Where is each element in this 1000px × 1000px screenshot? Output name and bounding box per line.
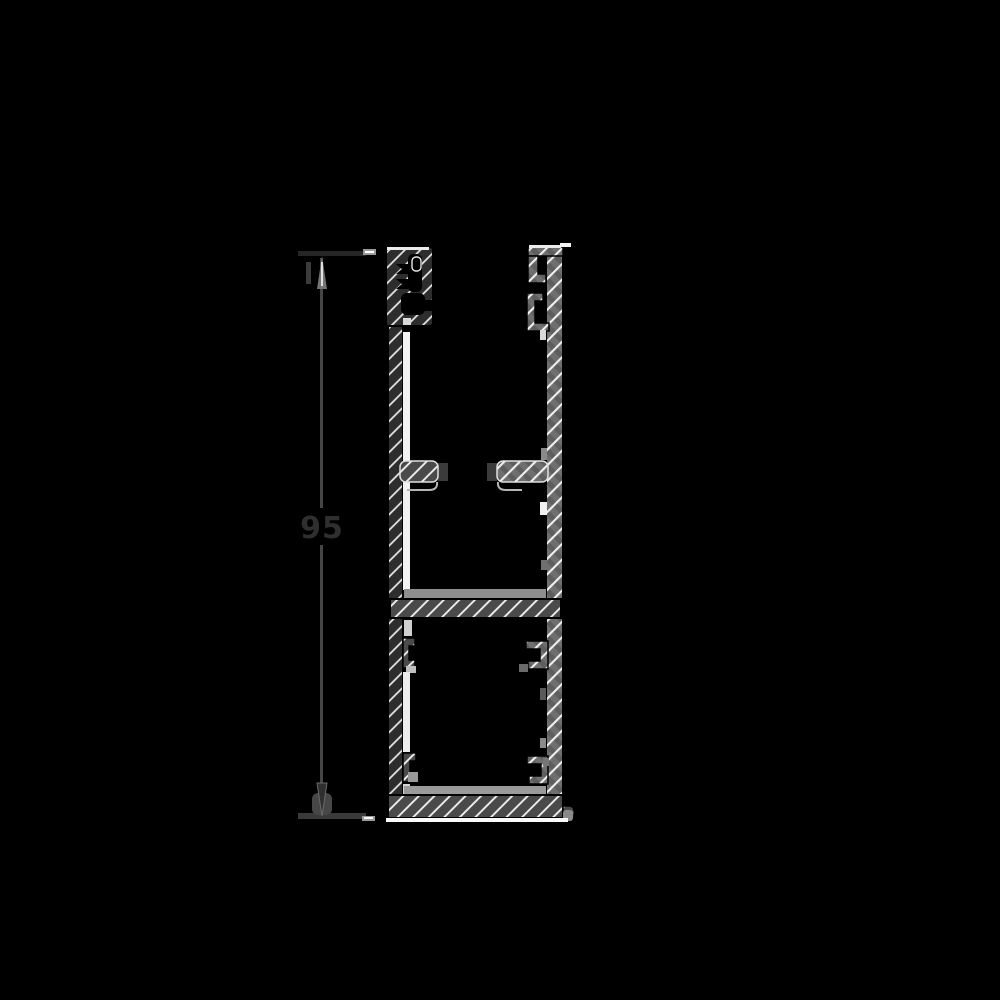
- screw-tab-right: [487, 460, 549, 491]
- top-edge-highlight-right: [529, 245, 561, 248]
- hook-features-top-right: [526, 243, 571, 332]
- upper-hook-right: [527, 255, 547, 284]
- glazing-bead-channel-top-left: [385, 246, 434, 327]
- glint: [541, 448, 547, 460]
- channel-tooth-lower: [396, 279, 408, 289]
- clip-hook-glint: [519, 664, 528, 672]
- lower-chamber: [402, 620, 549, 798]
- left-inner-highlight-lower: [403, 672, 410, 752]
- left-wall: [387, 319, 404, 799]
- clip-hook-glint: [406, 666, 416, 673]
- bottom-base: [386, 794, 575, 822]
- clip-hook-glint: [543, 758, 549, 766]
- tab-lip: [496, 481, 522, 491]
- glint: [540, 330, 546, 340]
- extension-line-dash-core-bottom: [364, 817, 373, 819]
- tab-body: [496, 460, 549, 483]
- glint: [541, 560, 547, 570]
- dimension-value-label: 95: [300, 511, 344, 546]
- top-bar-right: [527, 246, 564, 257]
- right-inner-glints: [540, 330, 547, 748]
- dimension-arrow-down-icon: [316, 782, 328, 817]
- tab-shadow-block: [487, 463, 497, 481]
- screw-tab-left: [399, 460, 448, 491]
- channel-underside-highlight: [403, 318, 411, 325]
- glint: [540, 502, 547, 515]
- top-edge-highlight-left: [387, 247, 429, 250]
- dimension-extension-line-bottom: [298, 813, 366, 819]
- lower-chamber-floor-highlight: [404, 786, 546, 795]
- glint: [540, 688, 546, 700]
- channel-slot-cavity: [408, 254, 422, 292]
- glint: [540, 738, 546, 748]
- upper-chamber-floor-highlight: [404, 589, 546, 599]
- dimension-extension-line-top: [298, 251, 366, 256]
- channel-tooth-upper: [396, 264, 408, 274]
- tab-shadow-block: [438, 463, 448, 481]
- right-wall: [545, 252, 564, 799]
- dimension-95: 95: [298, 249, 376, 821]
- middle-web: [389, 598, 562, 619]
- channel-hook-mouth: [420, 300, 434, 311]
- tab-lip: [407, 481, 439, 491]
- profile-cross-section: [385, 243, 575, 822]
- dimension-line-upper-segment: [320, 258, 323, 508]
- extension-line-dash-core-top: [365, 251, 374, 253]
- bottom-edge-highlight: [386, 818, 568, 822]
- top-right-tick-highlight: [560, 243, 571, 247]
- tab-body: [399, 460, 439, 483]
- clip-hook-top-right: [525, 640, 549, 670]
- arrow-up-core-highlight: [321, 262, 323, 286]
- base-body: [387, 794, 564, 819]
- channel-hook-cavity: [401, 293, 425, 315]
- clip-hook-glint: [408, 772, 418, 782]
- clip-hook-bottom-right: [526, 755, 549, 785]
- arrow-ghost-sliver: [306, 262, 311, 284]
- channel-slot-highlight: [411, 256, 422, 272]
- dimension-line-lower-segment: [320, 545, 323, 785]
- corner-highlight-top-left: [404, 620, 412, 636]
- lower-hook-right: [526, 292, 550, 332]
